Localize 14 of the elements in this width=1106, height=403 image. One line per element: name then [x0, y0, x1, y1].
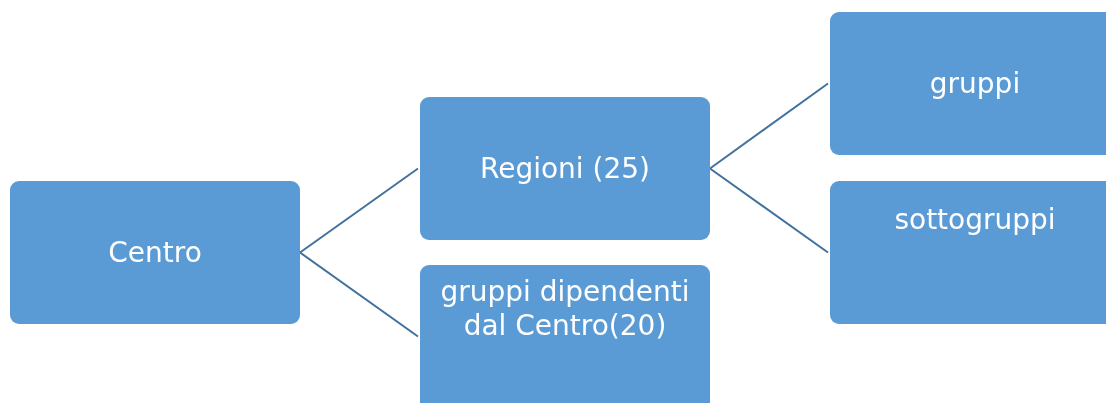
- process-box: [830, 12, 1106, 155]
- box-label: Centro: [108, 235, 202, 270]
- box-label: gruppi dipendenti dal Centro(20): [439, 275, 691, 343]
- connector-line: [709, 167, 829, 254]
- box-label: sottogruppi: [894, 203, 1056, 237]
- box-label: Regioni (25): [480, 151, 650, 186]
- connector-line: [299, 251, 419, 338]
- process-box: [420, 97, 710, 240]
- connector-line: [709, 82, 829, 170]
- process-box: [830, 181, 1106, 324]
- process-box: [10, 181, 300, 324]
- connector-line: [299, 167, 419, 254]
- box-label: gruppi: [929, 66, 1021, 101]
- process-box: [420, 265, 710, 403]
